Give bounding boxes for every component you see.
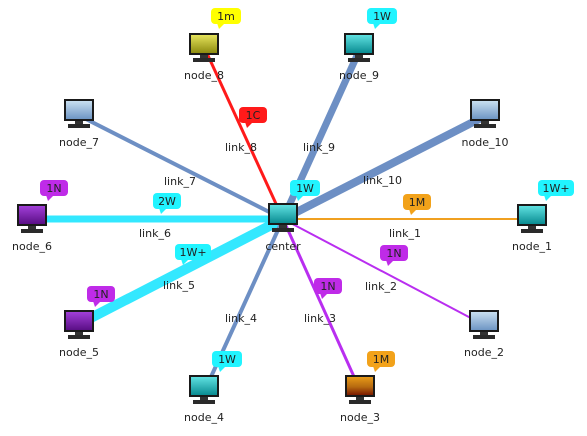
- link-label: link_2: [365, 280, 397, 293]
- node-label: node_3: [340, 411, 380, 424]
- node-1[interactable]: node_1: [512, 204, 552, 253]
- node-6-badge: 1N: [40, 180, 68, 201]
- node-4-badge: 1W: [212, 351, 242, 372]
- link-2-line[interactable]: [282, 218, 485, 326]
- node-label: node_7: [59, 136, 99, 149]
- node-2[interactable]: node_2: [464, 310, 504, 359]
- node-7[interactable]: node_7: [59, 99, 99, 149]
- badge-text: 1W+: [179, 246, 206, 259]
- node-label: center: [265, 240, 301, 253]
- node-label: node_8: [184, 69, 224, 82]
- node-3[interactable]: node_3: [340, 375, 380, 424]
- computer-icon: [517, 204, 547, 233]
- link-label: link_10: [363, 174, 402, 187]
- badge-text: 1W: [373, 10, 391, 23]
- link-8-badge: 1C: [239, 107, 267, 128]
- computer-icon: [64, 310, 94, 339]
- badge-text: 1N: [320, 280, 335, 293]
- node-3-badge: 1M: [367, 351, 395, 372]
- badge-text: 1W+: [542, 182, 569, 195]
- link-10-line[interactable]: [281, 112, 487, 223]
- node-10[interactable]: node_10: [462, 99, 509, 149]
- link-labels: link_1 link_2 link_3 link_4 link_5 link_…: [139, 141, 421, 325]
- badge-text: 2W: [158, 195, 176, 208]
- badge-text: 1m: [217, 10, 235, 23]
- node-5[interactable]: node_5: [59, 310, 99, 359]
- node-8-badge: 1m: [211, 8, 241, 29]
- computer-icon: [64, 99, 94, 128]
- link-5-badge: 1W+: [175, 244, 211, 265]
- link-label: link_6: [139, 227, 171, 240]
- link-label: link_1: [389, 227, 421, 240]
- badge-text: 1W: [218, 353, 236, 366]
- node-label: node_4: [184, 411, 224, 424]
- link-label: link_7: [164, 175, 196, 188]
- computer-icon: [189, 33, 219, 62]
- node-label: node_10: [462, 136, 509, 149]
- node-6[interactable]: node_6: [12, 204, 52, 253]
- link-3-badge: 1N: [314, 278, 342, 299]
- computer-icon: [345, 375, 375, 404]
- link-label: link_3: [304, 312, 336, 325]
- center-badge: 1W: [290, 180, 320, 201]
- node-label: node_1: [512, 240, 552, 253]
- link-7-line[interactable]: [79, 114, 284, 221]
- badge-text: 1N: [46, 182, 61, 195]
- badge-text: 1M: [373, 353, 390, 366]
- node-1-badge: 1W+: [538, 180, 574, 201]
- node-center[interactable]: center: [265, 203, 301, 253]
- node-label: node_9: [339, 69, 379, 82]
- node-label: node_2: [464, 346, 504, 359]
- computer-icon: [470, 99, 500, 128]
- computer-icon: [268, 203, 298, 232]
- node-5-badge: 1N: [87, 286, 115, 307]
- link-label: link_4: [225, 312, 257, 325]
- link-label: link_5: [163, 279, 195, 292]
- badge-text: 1C: [246, 109, 261, 122]
- link-label: link_9: [303, 141, 335, 154]
- link-1-badge: 1M: [403, 194, 431, 215]
- badge-text: 1N: [93, 288, 108, 301]
- link-badges: 1M 1N 1N 1W+ 2W 1C: [153, 107, 431, 299]
- badge-text: 1N: [386, 247, 401, 260]
- link-6-badge: 2W: [153, 193, 181, 214]
- node-9[interactable]: node_9: [339, 33, 379, 82]
- computer-icon: [469, 310, 499, 339]
- node-label: node_5: [59, 346, 99, 359]
- badge-text: 1W: [296, 182, 314, 195]
- computer-icon: [344, 33, 374, 62]
- node-label: node_6: [12, 240, 52, 253]
- link-5-line[interactable]: [78, 214, 286, 328]
- node-8[interactable]: node_8: [184, 33, 224, 82]
- link-label: link_8: [225, 141, 257, 154]
- node-9-badge: 1W: [367, 8, 397, 29]
- node-4[interactable]: node_4: [184, 375, 224, 424]
- link-2-badge: 1N: [380, 245, 408, 266]
- link-8-line[interactable]: [203, 48, 285, 220]
- computer-icon: [189, 375, 219, 404]
- link-3-line[interactable]: [281, 218, 362, 391]
- badge-text: 1M: [409, 196, 426, 209]
- computer-icon: [17, 204, 47, 233]
